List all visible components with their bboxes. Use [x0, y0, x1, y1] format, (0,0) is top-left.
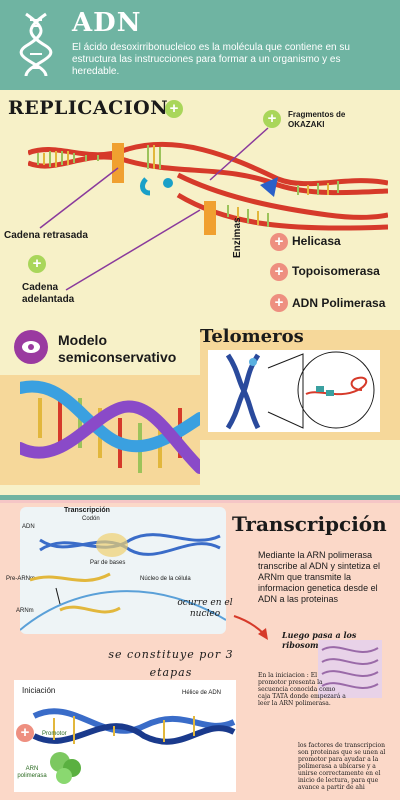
enzyme-adn-polimerasa: ADN Polimerasa: [292, 296, 386, 310]
eye-icon: [14, 330, 48, 364]
enzyme-helicasa: Helicasa: [292, 234, 341, 248]
dna-double-helix-illustration: [20, 380, 200, 474]
plus-icon[interactable]: +: [263, 110, 281, 128]
plus-icon[interactable]: +: [270, 233, 288, 251]
stages-note: se constituye por 3 etapas: [108, 648, 234, 679]
transcription-diagram: [20, 507, 226, 634]
diagram-label-transcripcion: Transcripción: [64, 507, 110, 514]
polymerase-label: ARN polimerasa: [17, 766, 47, 779]
plus-icon[interactable]: +: [270, 263, 288, 281]
plus-icon[interactable]: +: [165, 100, 183, 118]
ribosome-note: Luego pasa a los ribosomas: [282, 630, 357, 650]
iniciacion-text: En la iniciacion : El promotor presenta …: [258, 672, 346, 707]
chromosome-diagram: [208, 350, 380, 432]
enzymes-title: Enzimas: [232, 217, 243, 258]
transcription-description: Mediante la ARN polimerasa transcribe al…: [258, 550, 381, 604]
ribosome-illustration: [321, 646, 379, 689]
header-description: El ácido desoxirribonucleico es la moléc…: [72, 42, 350, 77]
transcription-title: Transcripción: [232, 512, 387, 536]
plus-icon[interactable]: +: [28, 255, 46, 273]
semiconservative-model-label: Modelo semiconservativo: [58, 332, 177, 365]
leading-strand-label: Cadena adelantada: [22, 282, 75, 305]
header-banner: [0, 0, 400, 90]
transcription-illustration: [20, 533, 226, 631]
replication-title: REPLICACION: [8, 97, 169, 119]
plus-icon[interactable]: +: [270, 294, 288, 312]
iniciacion-title: Iniciación: [22, 686, 56, 695]
diagram-label-arnm: ARNm: [16, 608, 34, 614]
diagram-label-adn: ADN: [22, 524, 35, 530]
iniciacion-illustration: [32, 708, 236, 784]
section-divider: [0, 495, 400, 503]
promoter-label: Promotor: [42, 731, 67, 737]
telomeros-title: Telomeros: [200, 326, 304, 347]
diagram-label-par-bases: Par de bases: [90, 560, 126, 566]
enzyme-topoisomerasa: Topoisomerasa: [292, 264, 380, 278]
nucleus-note: ocurre en el nucleo: [177, 598, 233, 619]
replication-fork-illustration: [28, 141, 388, 235]
diagram-label-pre-arnm: Pre-ARNm: [6, 576, 36, 582]
factors-text: los factores de transcripcion son protei…: [298, 742, 386, 791]
okazaki-fragments-label: Fragmentos de OKAZAKI: [288, 110, 346, 129]
lagging-strand-label: Cadena retrasada: [4, 230, 88, 241]
dna-helix-icon: [19, 12, 53, 77]
diagram-label-codon: Codón: [82, 516, 100, 522]
page-title: ADN: [72, 8, 142, 38]
chromosome-illustration: [225, 351, 375, 430]
diagram-label-nucleo: Núcleo de la célula: [140, 576, 191, 582]
plus-icon[interactable]: +: [16, 724, 34, 742]
arrow-right-icon: [233, 615, 268, 640]
helix-label: Hélice de ADN: [182, 690, 222, 696]
